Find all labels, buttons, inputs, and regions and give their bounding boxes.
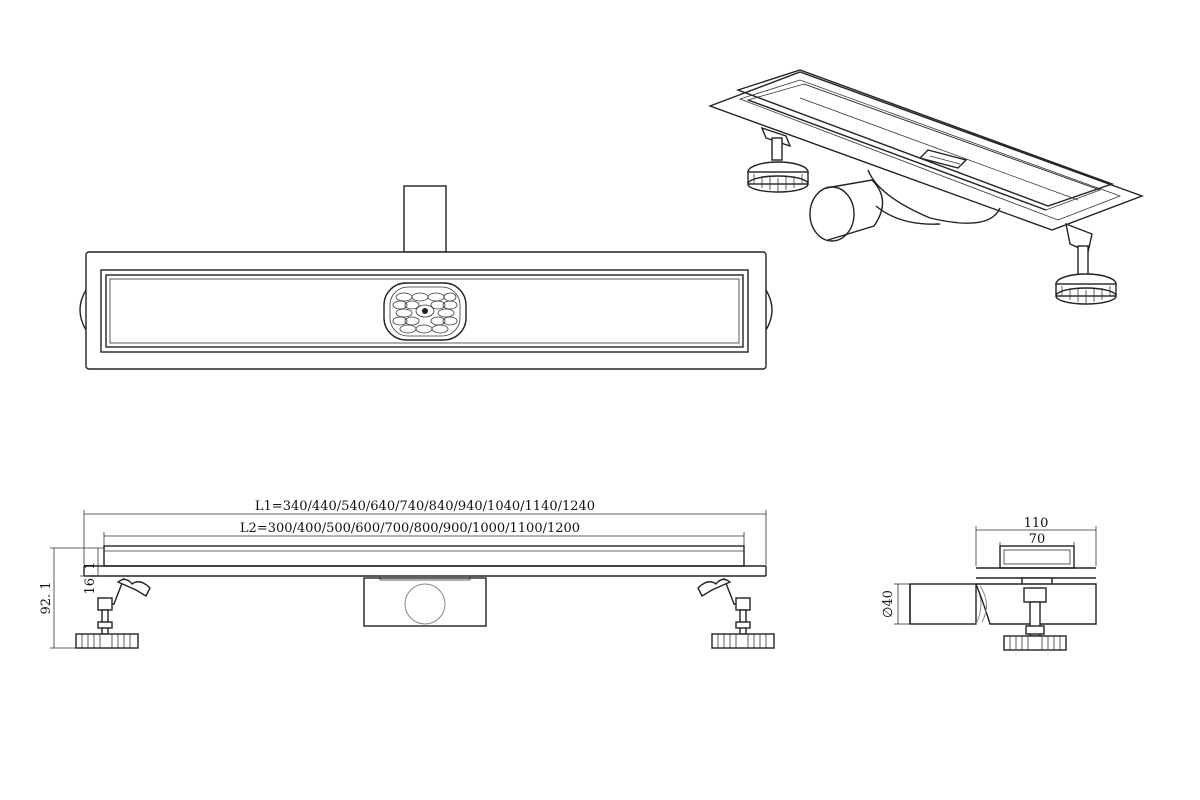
isometric-view: [707, 69, 1145, 305]
front-view-channel: [103, 545, 745, 567]
side-view-channel: [999, 545, 1075, 569]
top-view-channel-outer: [100, 269, 749, 353]
side-view-outlet-pipe: [909, 583, 1097, 625]
front-view-outlet-circle: [404, 583, 446, 625]
top-view-left-ear: [79, 289, 87, 331]
iso-flange: [707, 71, 1145, 231]
front-view-outlet-box: [363, 577, 487, 627]
dim-height-channel-label: 16. 1: [83, 561, 98, 594]
front-view: L1=340/440/540/640/740/840/940/1040/1140…: [39, 499, 775, 649]
top-view: [79, 185, 773, 370]
side-view-foot: [1003, 587, 1067, 651]
top-view-outlet-pipe: [403, 185, 447, 253]
front-view-left-leg: [75, 577, 151, 649]
iso-drain-cover: [918, 149, 968, 169]
dim-width-inner-label: 70: [1029, 532, 1046, 547]
top-view-grate: [109, 278, 740, 344]
dim-l1-label: L1=340/440/540/640/740/840/940/1040/1140…: [255, 499, 595, 514]
dim-l2-label: L2=300/400/500/600/700/800/900/1000/1100…: [240, 521, 580, 536]
iso-right-foot: [1055, 222, 1117, 305]
top-view-channel-inner: [105, 274, 744, 348]
top-view-drain-cover: [383, 282, 467, 341]
iso-outlet-pipe: [809, 179, 884, 242]
front-view-right-leg: [697, 577, 775, 649]
iso-sump: [867, 169, 1001, 224]
dim-height-total-label: 92. 1: [39, 581, 54, 614]
side-view: 110 70: [881, 516, 1097, 651]
dim-width-outer-label: 110: [1024, 516, 1049, 531]
dim-outlet-dia-label: ∅40: [881, 590, 896, 618]
iso-left-foot: [747, 126, 809, 193]
top-view-right-ear: [765, 289, 773, 331]
